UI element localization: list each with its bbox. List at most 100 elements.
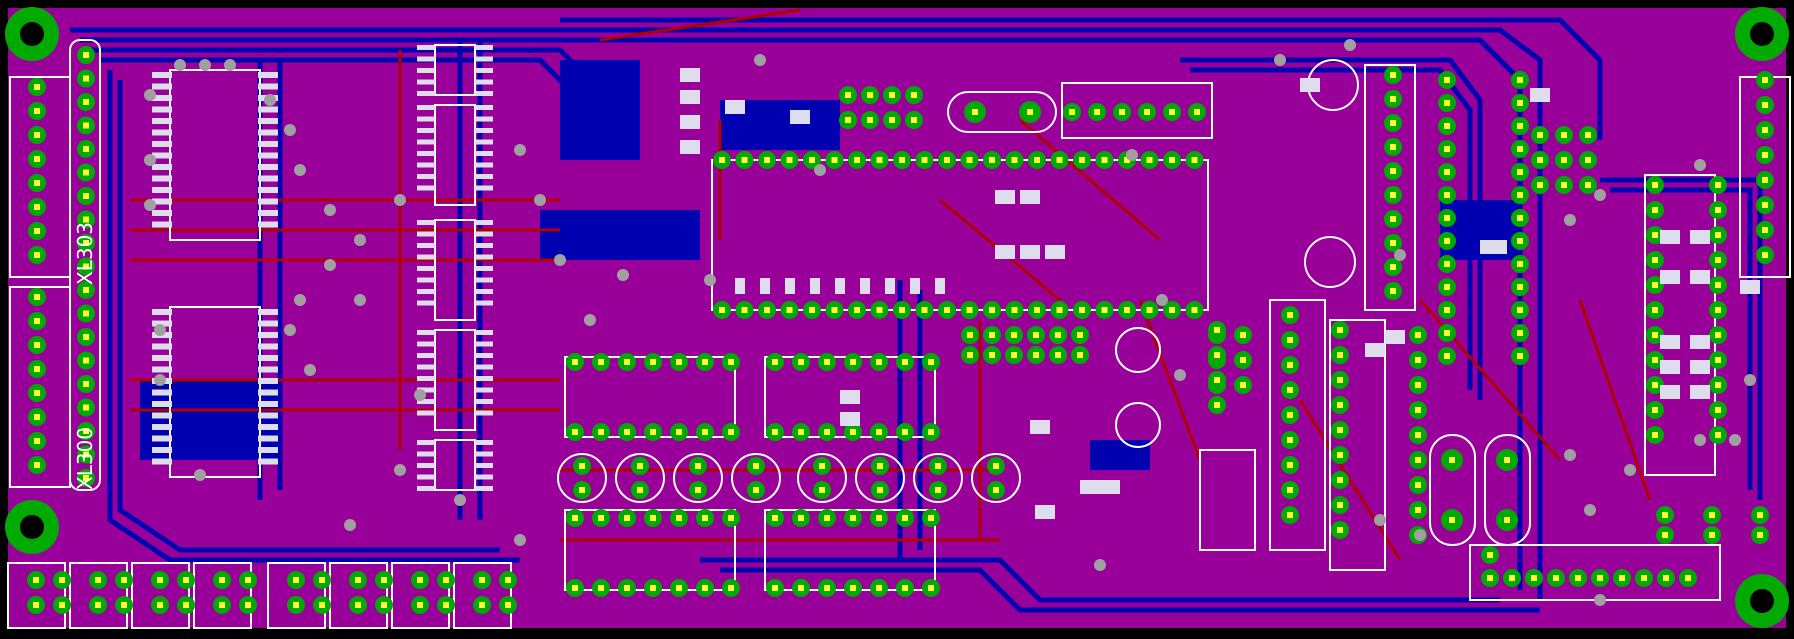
dip-pin — [818, 579, 836, 597]
dip-pin — [722, 423, 740, 441]
strip-pin — [77, 304, 95, 323]
terminal-pin — [89, 596, 107, 614]
dip-pin — [844, 353, 862, 371]
ic-pad — [152, 401, 172, 407]
ic-pad — [152, 164, 172, 170]
via — [1594, 594, 1606, 606]
ic-pad — [152, 83, 172, 90]
smd-component-pad — [1530, 88, 1550, 102]
dip-pin — [670, 509, 688, 527]
ic-pad — [258, 355, 278, 361]
ic-pad — [475, 463, 493, 468]
ic-pin — [1709, 226, 1727, 244]
connector-pin — [28, 198, 46, 216]
ic-pad — [417, 440, 435, 445]
ic-pin — [1384, 186, 1402, 204]
ic-pad — [258, 198, 278, 205]
via — [394, 194, 406, 206]
smd-component-pad — [1045, 245, 1065, 259]
ic-pin — [1438, 186, 1456, 204]
ic-pad — [258, 210, 278, 216]
mcu-pin — [1073, 151, 1091, 169]
ic-pad — [475, 277, 493, 283]
terminal-pin — [177, 596, 195, 614]
smd-component-pad — [680, 140, 700, 154]
ic-pad — [475, 56, 493, 62]
ic-pin — [1646, 276, 1664, 294]
ic-pin — [1409, 476, 1427, 494]
ic-pin — [1281, 331, 1299, 349]
ic-pad — [258, 221, 278, 228]
smd-component-pad — [725, 100, 745, 114]
smd-component-pad — [840, 390, 860, 404]
dip-pin — [722, 509, 740, 527]
reg-pin — [1005, 346, 1023, 364]
ic-pin — [1409, 426, 1427, 444]
capacitor-row — [557, 453, 1021, 503]
ic-pad — [417, 243, 435, 248]
terminal-pin — [239, 571, 257, 589]
ic-pad — [475, 105, 493, 110]
dip-pin — [670, 353, 688, 371]
via — [264, 94, 276, 106]
via — [1564, 449, 1576, 461]
smd-component-pad — [1480, 240, 1500, 254]
smd-component-pad — [1660, 360, 1680, 374]
via — [1156, 294, 1168, 306]
ic-pad — [152, 309, 172, 315]
header-pin — [1208, 371, 1226, 389]
ic-pad — [475, 486, 493, 491]
ic-pad — [475, 68, 493, 73]
ic-pin — [1511, 94, 1529, 112]
ic-pin — [1384, 210, 1402, 228]
capacitor-outline — [731, 453, 781, 503]
ic-pad — [152, 424, 172, 430]
via — [224, 59, 236, 71]
dip-pin — [792, 423, 810, 441]
ic-pad — [475, 139, 493, 145]
connector-pin — [28, 360, 46, 378]
dip-pin — [766, 509, 784, 527]
ic-pad — [417, 56, 435, 62]
connector-outline-left-strip — [69, 39, 101, 491]
ic-pin — [1281, 481, 1299, 499]
mcu-pin — [803, 151, 821, 169]
header-pin — [839, 111, 857, 129]
mcu-pin — [758, 301, 776, 319]
header-pin — [1531, 176, 1549, 194]
via — [344, 519, 356, 531]
dip-pin — [870, 423, 888, 441]
ic-pad — [475, 410, 493, 416]
ic-outline-mid-right-b — [1329, 319, 1386, 571]
capacitor-pin — [1751, 526, 1769, 544]
dip-pin — [922, 579, 940, 597]
dip-pin — [896, 509, 914, 527]
ic-pad — [475, 220, 493, 225]
terminal-pin — [499, 596, 517, 614]
ic-pad — [417, 116, 435, 122]
capacitor-pin — [813, 481, 831, 499]
ic-pad — [417, 174, 435, 179]
dip-pin — [696, 353, 714, 371]
header-pin — [861, 86, 879, 104]
dip-pin — [592, 353, 610, 371]
mcu-pin — [735, 151, 754, 169]
strip-pin — [77, 46, 95, 64]
ic-pad — [417, 410, 435, 416]
strip-pin — [77, 469, 95, 487]
mcu-pin — [713, 151, 731, 169]
via — [284, 124, 296, 136]
dip-pin — [870, 353, 888, 371]
via — [1274, 54, 1286, 66]
mcu-pin — [915, 151, 934, 169]
via — [324, 204, 336, 216]
terminal-pin — [27, 571, 45, 589]
strip-pin — [77, 375, 95, 393]
ic-pad — [475, 451, 493, 457]
header-pin — [905, 111, 923, 129]
ic-pin — [1709, 301, 1727, 319]
ic-pad — [475, 116, 493, 122]
mcu-smd-pad — [735, 278, 745, 294]
header-pin — [1063, 103, 1081, 121]
ic-pad — [258, 332, 278, 338]
